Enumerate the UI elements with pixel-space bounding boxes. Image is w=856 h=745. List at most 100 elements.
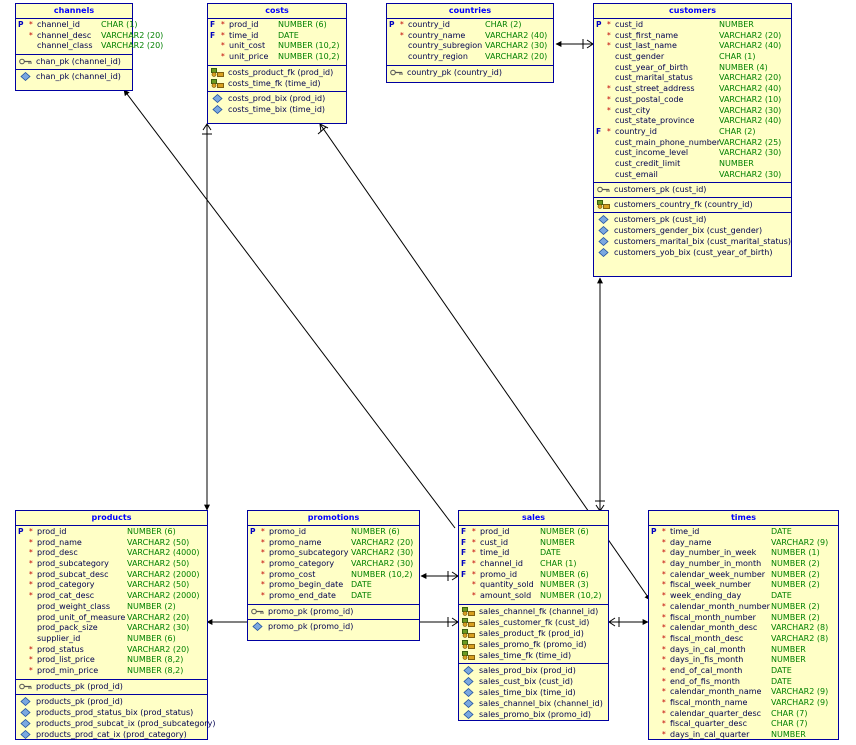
customers-index-row[interactable]: customers_gender_bix (cust_gender): [594, 225, 791, 236]
sales-key-row[interactable]: sales_time_fk (time_id): [459, 650, 608, 661]
countries-key-row[interactable]: country_pk (country_id): [387, 67, 553, 78]
customers-index-row[interactable]: customers_marital_bix (cust_marital_stat…: [594, 236, 791, 247]
customers-fkey-row[interactable]: customers_country_fk (country_id): [594, 199, 791, 210]
products-index-row[interactable]: products_prod_cat_ix (prod_category): [16, 729, 207, 740]
sales-key-row[interactable]: sales_customer_fk (cust_id): [459, 617, 608, 628]
customers-index-row[interactable]: customers_pk (cust_id): [594, 214, 791, 225]
sales-index-row[interactable]: sales_promo_bix (promo_id): [459, 709, 608, 720]
products-index-row[interactable]: products_prod_subcat_ix (prod_subcategor…: [16, 718, 215, 729]
promotions-key-row[interactable]: promo_pk (promo_id): [248, 606, 419, 617]
sales-index-row[interactable]: sales_channel_bix (channel_id): [459, 698, 608, 709]
costs-index-row[interactable]: costs_prod_bix (prod_id): [208, 93, 346, 104]
sales-key-row[interactable]: sales_channel_fk (channel_id): [459, 606, 608, 617]
products-key-row[interactable]: products_pk (prod_id): [16, 681, 207, 692]
costs-key-row[interactable]: costs_time_fk (time_id): [208, 78, 346, 89]
promotions-index-row[interactable]: promo_pk (promo_id): [248, 621, 419, 632]
customers-key-row[interactable]: customers_pk (cust_id): [594, 184, 791, 195]
sales-index-row[interactable]: sales_time_bix (time_id): [459, 687, 608, 698]
sales-key-row[interactable]: sales_promo_fk (promo_id): [459, 639, 608, 650]
products-index-row[interactable]: products_pk (prod_id): [16, 696, 207, 707]
products-index-row[interactable]: products_prod_status_bix (prod_status): [16, 707, 207, 718]
sales-index-row[interactable]: sales_prod_bix (prod_id): [459, 665, 608, 676]
channels-index-row[interactable]: chan_pk (channel_id): [16, 71, 132, 82]
costs-key-row[interactable]: costs_product_fk (prod_id): [208, 67, 346, 78]
channels-key-row[interactable]: chan_pk (channel_id): [16, 56, 132, 67]
